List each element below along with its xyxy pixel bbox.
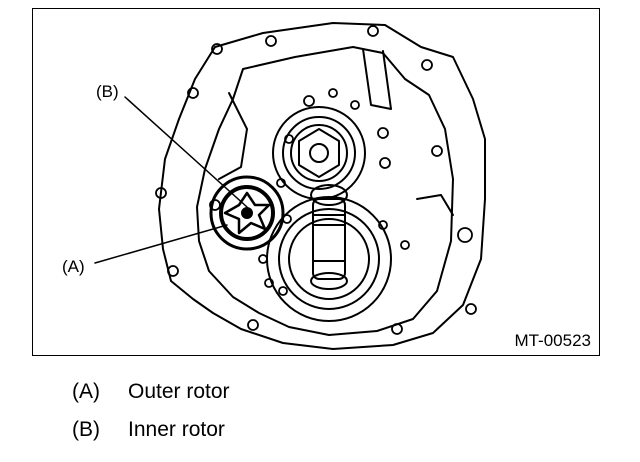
legend-text-b: Inner rotor	[128, 418, 225, 441]
legend: (A) Outer rotor (B) Inner rotor	[72, 380, 230, 456]
inner-rotor-shape	[223, 191, 271, 235]
figure-code: MT-00523	[514, 331, 591, 350]
legend-item-a: (A) Outer rotor	[72, 380, 230, 418]
legend-text-a: Outer rotor	[128, 380, 230, 403]
bolt-holes	[155, 25, 477, 335]
upper-bearing	[272, 106, 366, 200]
diagram-frame: (B) (A) MT-00523	[32, 8, 600, 356]
transmission-case-drawing	[94, 22, 486, 350]
oil-pump-rotors	[209, 175, 285, 251]
case-rib-left	[218, 92, 248, 180]
leader-line-b	[124, 96, 248, 208]
case-rib-top	[362, 48, 392, 110]
legend-key-b: (B)	[72, 418, 100, 441]
callout-a: (A)	[62, 257, 85, 276]
legend-key-a: (A)	[72, 380, 100, 403]
case-rib-right	[416, 194, 454, 216]
callout-b: (B)	[96, 82, 119, 101]
legend-item-b: (B) Inner rotor	[72, 418, 230, 456]
lower-shaft-assembly	[266, 184, 392, 322]
leader-line-a	[94, 224, 228, 264]
case-flange-outline	[158, 22, 486, 350]
case-inner-wall	[196, 46, 454, 336]
